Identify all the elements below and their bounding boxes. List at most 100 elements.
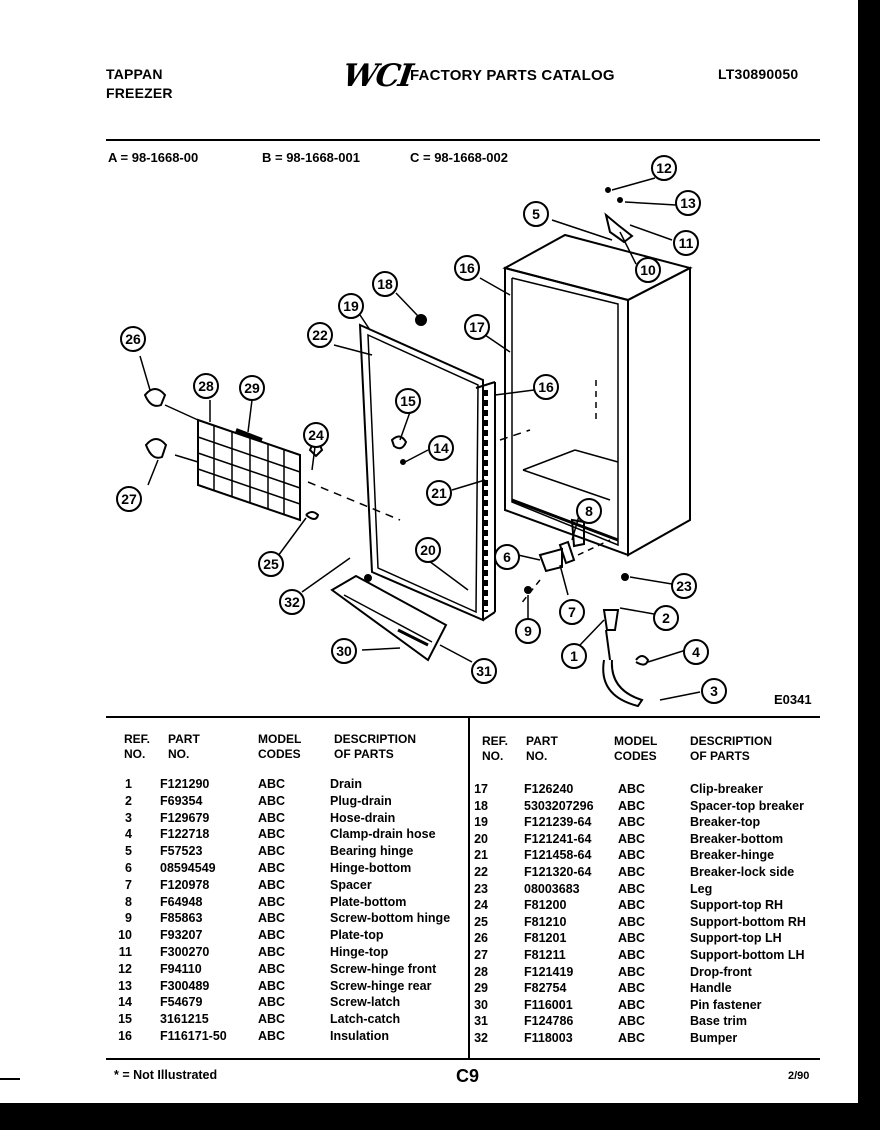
description-cell: Hinge-top	[330, 945, 389, 959]
col-header-desc-left: DESCRIPTION OF PARTS	[334, 732, 417, 761]
page-number: C9	[456, 1066, 480, 1086]
callout-30: 30	[331, 638, 357, 664]
ref-cell: 13	[118, 978, 132, 993]
callout-7: 7	[559, 599, 585, 625]
description-cell: Support-top RH	[690, 898, 784, 913]
model-code-b: B = 98-1668-001	[262, 150, 360, 165]
model-code-a: A = 98-1668-00	[108, 150, 199, 165]
callout-26: 26	[120, 326, 146, 352]
callout-label: 21	[431, 485, 447, 501]
callout-label: 4	[692, 644, 700, 660]
ref-cell: 21	[474, 848, 488, 863]
description-cell: Support-bottom LH	[690, 948, 805, 962]
model-code-c: C = 98-1668-002	[410, 150, 508, 165]
callout-label: 13	[680, 195, 696, 211]
description-cell: Base trim	[690, 1014, 747, 1029]
description-cell: Insulation	[330, 1029, 390, 1043]
brand-name: TAPPAN	[106, 66, 163, 82]
part-number-cell: F121290	[160, 777, 210, 791]
leader-lines	[139, 177, 701, 701]
description-cell: Breaker-lock side	[690, 865, 795, 879]
model-codes-cell: ABC	[258, 945, 286, 959]
part-number-cell: F64948	[160, 894, 203, 909]
description-cell: Hinge-bottom	[330, 861, 412, 875]
ref-cell: 29	[474, 981, 488, 996]
callout-21: 21	[426, 480, 452, 506]
callout-label: 31	[476, 663, 492, 679]
part-number-cell: F129679	[160, 810, 210, 825]
description-cell: Plug-drain	[330, 793, 392, 808]
catalog-number: LT30890050	[718, 66, 799, 82]
ref-cell: 27	[474, 948, 488, 962]
callout-label: 15	[400, 393, 416, 409]
description-cell: Bumper	[690, 1031, 738, 1045]
callout-label: 6	[503, 549, 511, 565]
ref-cell: 3	[125, 810, 132, 825]
model-codes-cell: ABC	[618, 815, 646, 830]
scan-tick-mark	[0, 1078, 20, 1080]
callout-10: 10	[635, 257, 661, 283]
part-number-cell: F82754	[524, 981, 567, 996]
header-rule	[106, 139, 820, 141]
callout-27: 27	[116, 486, 142, 512]
model-codes-cell: ABC	[618, 997, 646, 1012]
model-codes-cell: ABC	[618, 1014, 646, 1029]
callout-label: 25	[263, 556, 279, 572]
model-codes-cell: ABC	[258, 978, 286, 993]
drop-front-drawing	[197, 418, 301, 522]
part-number-cell: F300270	[160, 945, 210, 959]
ref-cell: 1	[125, 777, 132, 791]
part-number-cell: F57523	[160, 844, 203, 859]
scan-border-right	[858, 0, 880, 1130]
part-number-cell: F54679	[160, 995, 203, 1010]
model-codes-cell: ABC	[618, 798, 646, 813]
callout-label: 5	[532, 206, 540, 222]
cabinet-drawing	[502, 233, 693, 557]
callout-16: 16	[533, 374, 559, 400]
part-number-cell: 5303207296	[524, 798, 594, 813]
callout-label: 18	[377, 276, 393, 292]
figure-id: E0341	[774, 692, 812, 707]
model-codes-cell: ABC	[258, 995, 286, 1010]
model-codes-cell: ABC	[618, 898, 646, 913]
model-codes-cell: ABC	[618, 914, 646, 929]
part-number-cell: 08594549	[160, 861, 216, 875]
model-codes-cell: ABC	[618, 1031, 646, 1045]
callout-label: 32	[284, 594, 300, 610]
description-cell: Spacer-top breaker	[690, 798, 804, 813]
model-codes-cell: ABC	[258, 894, 286, 909]
part-number-cell: F69354	[160, 793, 203, 808]
parts-table-frame	[106, 716, 820, 1060]
description-cell: Pin fastener	[690, 997, 762, 1012]
callout-16: 16	[454, 255, 480, 281]
model-codes-cell: ABC	[258, 793, 286, 808]
description-cell: Latch-catch	[330, 1012, 401, 1027]
model-codes-cell: ABC	[258, 1029, 286, 1043]
part-number-cell: F94110	[160, 961, 202, 976]
small-parts	[143, 187, 650, 708]
part-number-cell: F116001	[524, 997, 573, 1012]
callout-2: 2	[653, 605, 679, 631]
callout-20: 20	[415, 537, 441, 563]
ref-cell: 19	[474, 815, 488, 830]
callout-label: 3	[710, 683, 718, 699]
part-number-cell: F124786	[524, 1014, 574, 1029]
ref-cell: 25	[474, 914, 488, 929]
ref-cell: 8	[125, 894, 132, 909]
description-cell: Clamp-drain hose	[330, 827, 436, 842]
ref-cell: 2	[125, 793, 132, 808]
model-codes-cell: ABC	[258, 777, 286, 791]
model-codes-cell: ABC	[618, 831, 646, 846]
model-codes-cell: ABC	[258, 911, 286, 926]
